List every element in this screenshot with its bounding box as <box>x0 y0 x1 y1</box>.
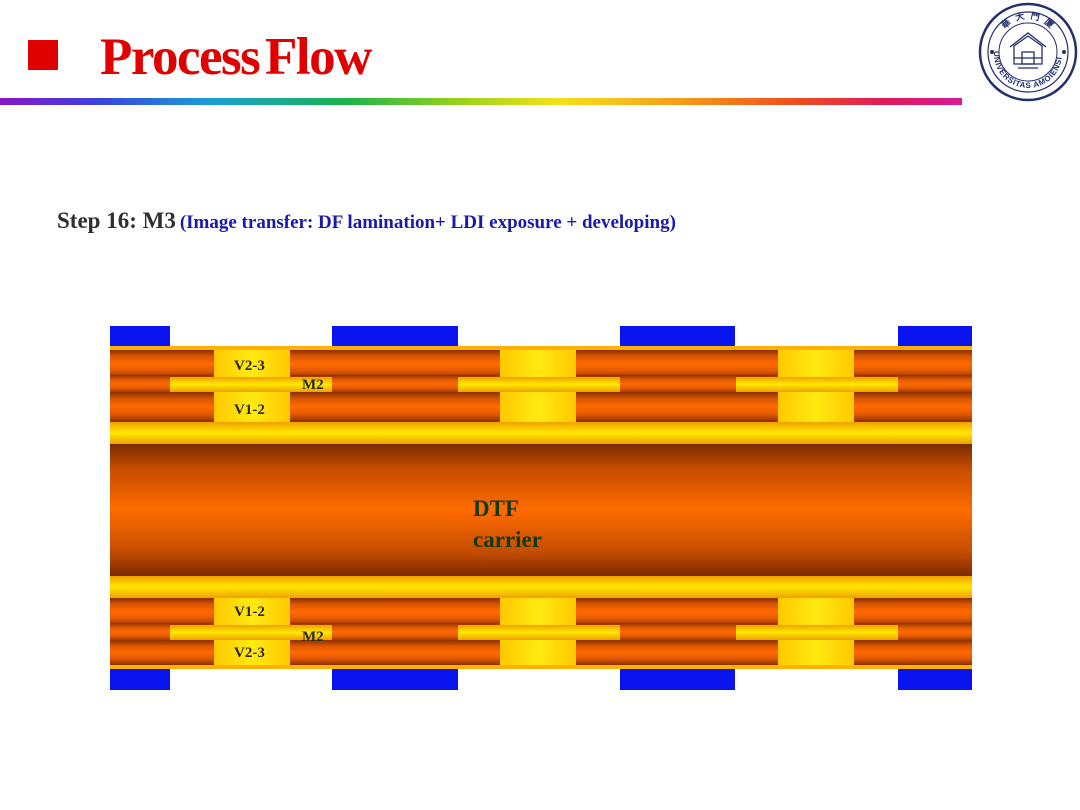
via-v2-3-top <box>778 350 854 377</box>
copper-seed-layer-top <box>110 346 972 350</box>
dtf-carrier-core <box>110 444 972 576</box>
via-v2-3-bottom <box>214 640 290 665</box>
via-v1-2-bottom <box>500 598 576 625</box>
m2-trace-top <box>736 377 898 392</box>
step-label: Step 16: M3 <box>57 208 176 233</box>
m2-trace-bottom <box>458 625 620 640</box>
label-m2-bottom: M2 <box>302 629 324 645</box>
label-m2-top: M2 <box>302 377 324 393</box>
via-v1-2-top <box>214 392 290 422</box>
label-v1-2-top: V1-2 <box>234 402 265 418</box>
m1-copper-layer-top <box>110 422 972 444</box>
rainbow-divider <box>0 98 962 105</box>
dry-film-resist-top <box>898 326 972 346</box>
top-build-up-stack <box>110 326 972 444</box>
core-label-line1: DTF <box>473 496 519 521</box>
dry-film-resist-top <box>620 326 735 346</box>
via-v2-3-top <box>500 350 576 377</box>
m1-copper-layer-bottom <box>110 576 972 598</box>
title-bullet <box>28 40 58 70</box>
label-v2-3-top: V2-3 <box>234 358 265 374</box>
label-v1-2-bottom: V1-2 <box>234 604 265 620</box>
dry-film-resist-bottom <box>332 669 458 690</box>
m2-trace-bottom <box>736 625 898 640</box>
via-v2-3-top <box>214 350 290 377</box>
step-caption: Step 16: M3 (Image transfer: DF laminati… <box>57 204 676 241</box>
label-v2-3-bottom: V2-3 <box>234 645 265 661</box>
m2-trace-bottom <box>170 625 332 640</box>
m2-trace-top <box>170 377 332 392</box>
core-label-line2: carrier <box>473 527 542 552</box>
dry-film-resist-top <box>332 326 458 346</box>
dry-film-resist-bottom <box>898 669 972 690</box>
bottom-build-up-stack <box>110 576 972 690</box>
dry-film-resist-bottom <box>110 669 170 690</box>
copper-seed-layer-bottom <box>110 665 972 669</box>
via-v1-2-bottom <box>214 598 290 625</box>
dry-film-resist-bottom <box>620 669 735 690</box>
via-v2-3-bottom <box>500 640 576 665</box>
via-v1-2-top <box>500 392 576 422</box>
via-v1-2-bottom <box>778 598 854 625</box>
via-v1-2-top <box>778 392 854 422</box>
via-v2-3-bottom <box>778 640 854 665</box>
page-title: Process Flow <box>100 28 372 86</box>
m2-trace-top <box>458 377 620 392</box>
step-detail: (Image transfer: DF lamination+ LDI expo… <box>179 212 676 233</box>
dry-film-resist-top <box>110 326 170 346</box>
